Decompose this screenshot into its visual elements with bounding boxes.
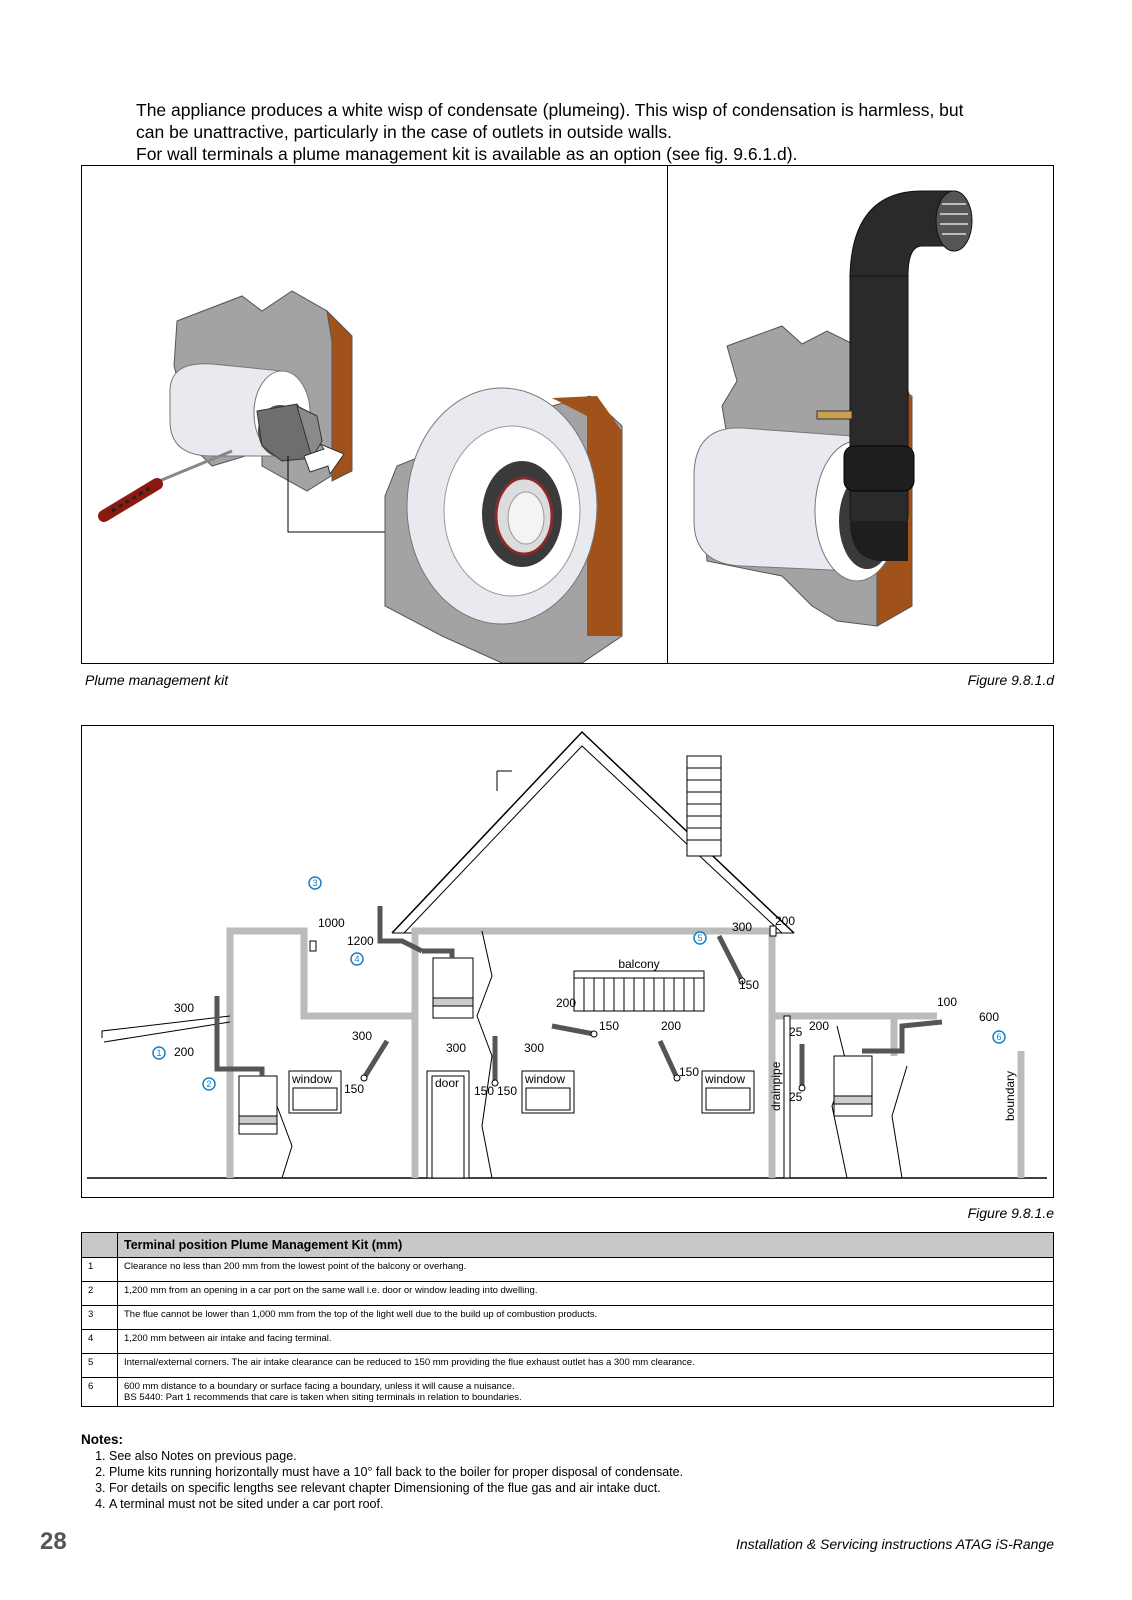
intro-line-2: can be unattractive, particularly in the…: [136, 122, 672, 142]
svg-text:25: 25: [789, 1025, 803, 1039]
window-2: window: [521, 1070, 575, 1114]
svg-text:150: 150: [599, 1019, 619, 1033]
wall-block-left: [169, 290, 353, 492]
note-item: For details on specific lengths see rele…: [109, 1480, 683, 1496]
figure-terminal-positions: balcony window window window door drainp…: [81, 725, 1054, 1198]
svg-text:3: 3: [312, 878, 317, 888]
screwdriver-icon: [98, 449, 233, 522]
plume-pipe-icon: [816, 190, 973, 561]
svg-text:300: 300: [174, 1001, 194, 1015]
svg-text:300: 300: [524, 1041, 544, 1055]
house-walls: [226, 927, 1025, 1178]
marker-4: 4: [350, 952, 364, 966]
svg-text:200: 200: [661, 1019, 681, 1033]
svg-text:5: 5: [697, 933, 702, 943]
marker-1: 1: [152, 1046, 166, 1060]
svg-text:200: 200: [775, 914, 795, 928]
arrow-right-icon: [303, 443, 345, 476]
figure-e-number: Figure 9.8.1.e: [967, 1205, 1054, 1221]
svg-text:6: 6: [996, 1032, 1001, 1042]
balcony: balcony: [573, 957, 705, 1012]
svg-text:door: door: [435, 1076, 459, 1090]
position-markers: 1 2 3 4 5 6: [152, 876, 1006, 1091]
svg-text:window: window: [291, 1072, 332, 1086]
notes-title: Notes:: [81, 1432, 124, 1447]
svg-text:window: window: [524, 1072, 565, 1086]
figure-d-number: Figure 9.8.1.d: [967, 672, 1054, 688]
table-header-row: Terminal position Plume Management Kit (…: [81, 1232, 1054, 1258]
door: door: [426, 1070, 470, 1179]
house-diagram: balcony window window window door drainp…: [87, 730, 1047, 1179]
svg-text:4: 4: [354, 954, 359, 964]
svg-text:150: 150: [474, 1084, 494, 1098]
marker-6: 6: [992, 1030, 1006, 1044]
chimney: [686, 755, 722, 857]
svg-text:150: 150: [344, 1082, 364, 1096]
row-6-text-2: BS 5440: Part 1 recommends that care is …: [124, 1392, 522, 1403]
terminal-position-table: Terminal position Plume Management Kit (…: [81, 1232, 1054, 1407]
svg-text:1000: 1000: [318, 916, 345, 930]
flue-pipes: [214, 906, 943, 1088]
table-header: Terminal position Plume Management Kit (…: [117, 1232, 1054, 1258]
window-3: window: [701, 1070, 755, 1114]
svg-text:300: 300: [352, 1029, 372, 1043]
note-item: See also Notes on previous page.: [109, 1448, 683, 1464]
svg-text:window: window: [704, 1072, 745, 1086]
roof: [391, 730, 795, 934]
note-item: A terminal must not be sited under a car…: [109, 1496, 683, 1512]
drainpipe: [783, 1015, 791, 1179]
dimension-labels: 1000 1200 300 200 300 150 300 300 150 15…: [174, 914, 999, 1104]
svg-text:200: 200: [809, 1019, 829, 1033]
intro-line-3: For wall terminals a plume management ki…: [136, 144, 798, 164]
terminals: [309, 925, 806, 1092]
notes: Notes: See also Notes on previous page. …: [81, 1432, 683, 1512]
svg-text:1: 1: [156, 1048, 161, 1058]
svg-text:300: 300: [446, 1041, 466, 1055]
boundary-label: boundary: [1003, 1071, 1017, 1121]
svg-text:150: 150: [739, 978, 759, 992]
row-6-text: 600 mm distance to a boundary or surface…: [124, 1381, 515, 1392]
svg-text:300: 300: [732, 920, 752, 934]
note-item: Plume kits running horizontally must hav…: [109, 1464, 683, 1480]
figure-plume-kit: [81, 165, 1054, 664]
plume-kit-illustration: [98, 190, 973, 664]
svg-text:100: 100: [937, 995, 957, 1009]
svg-text:200: 200: [174, 1045, 194, 1059]
figure-divider: [667, 166, 668, 663]
terminal-detail: [384, 387, 623, 664]
figure-d-caption: Plume management kit: [85, 672, 229, 688]
svg-text:200: 200: [556, 996, 576, 1010]
footer-text: Installation & Servicing instructions AT…: [736, 1536, 1054, 1552]
intro-line-1: The appliance produces a white wisp of c…: [136, 100, 964, 120]
marker-2: 2: [202, 1077, 216, 1091]
boiler-2: [432, 957, 474, 1019]
svg-text:150: 150: [497, 1084, 517, 1098]
balcony-label: balcony: [618, 957, 659, 971]
svg-text:150: 150: [679, 1065, 699, 1079]
boiler-1: [238, 1075, 278, 1135]
intro-text: The appliance produces a white wisp of c…: [136, 99, 1066, 165]
carport-roof: [101, 1015, 231, 1038]
svg-text:2: 2: [206, 1079, 211, 1089]
svg-text:25: 25: [789, 1090, 803, 1104]
break-line-1: [476, 930, 493, 1179]
page-number: 28: [40, 1528, 67, 1555]
marker-5: 5: [693, 931, 707, 945]
marker-3: 3: [308, 876, 322, 890]
drainpipe-label: drainpipe: [769, 1061, 783, 1111]
svg-text:600: 600: [979, 1010, 999, 1024]
svg-text:1200: 1200: [347, 934, 374, 948]
boiler-3: [833, 1055, 873, 1117]
window-1: window: [288, 1070, 342, 1114]
